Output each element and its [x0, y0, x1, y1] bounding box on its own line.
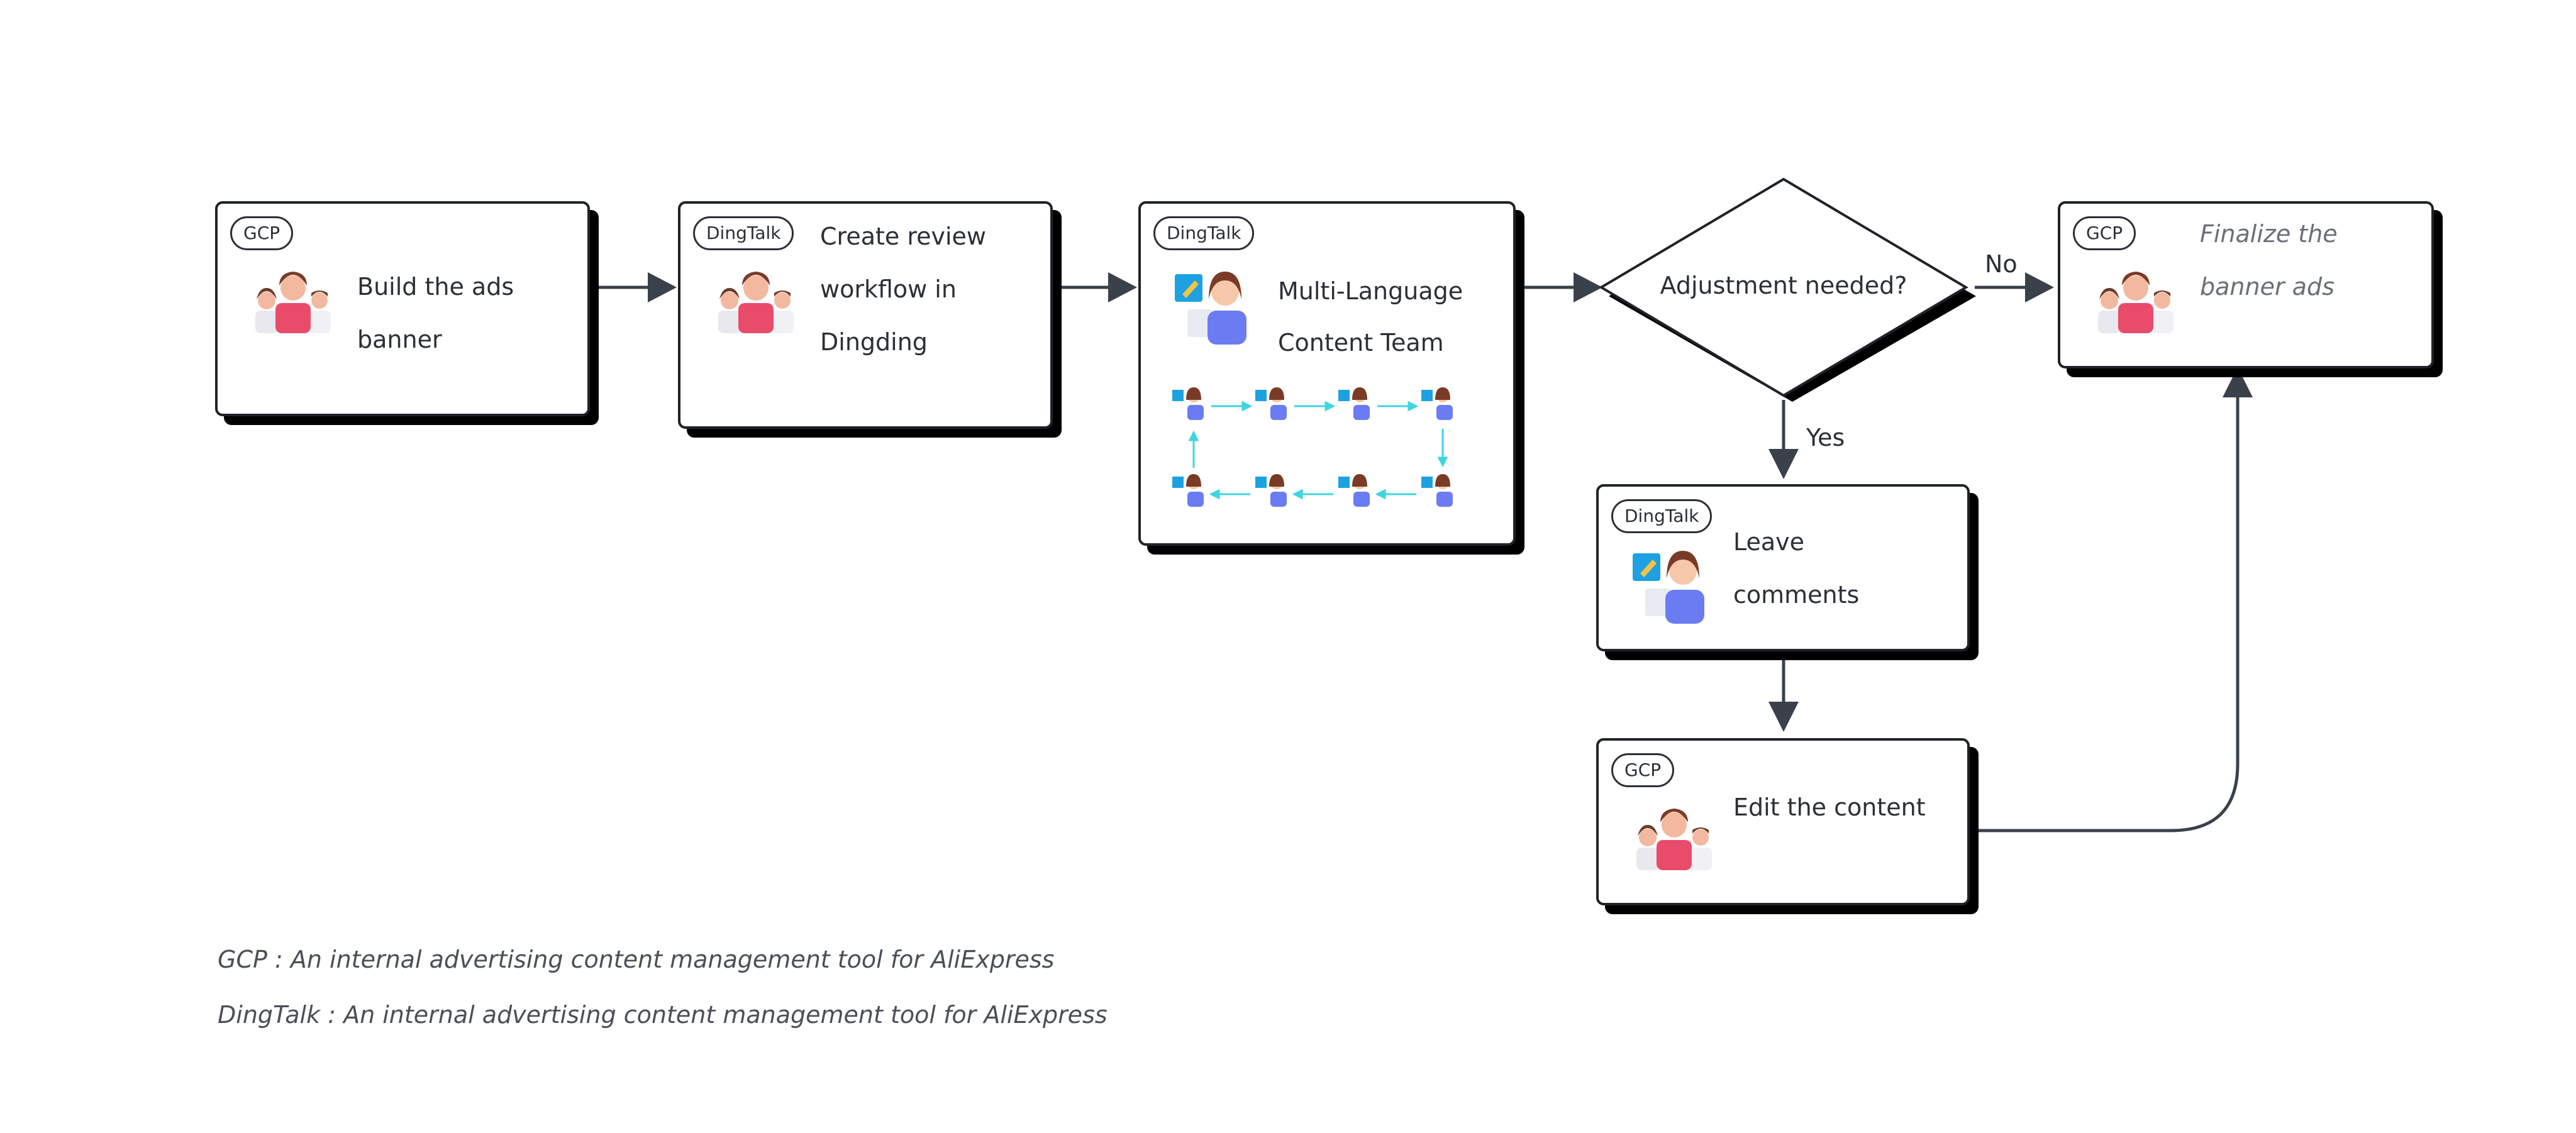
node-label: Multi-Language Content Team: [1278, 265, 1463, 368]
tool-tag: DingTalk: [1153, 216, 1255, 250]
label-line: Build the ads: [357, 273, 514, 301]
team-icon: [255, 272, 331, 333]
label-line: Content Team: [1278, 329, 1444, 356]
arrowhead: [1768, 449, 1799, 479]
tool-tag: DingTalk: [1611, 499, 1713, 533]
node-label: Leave comments: [1733, 516, 1859, 621]
reviewer-mini-icons: [1172, 387, 1453, 507]
legend-description: : An internal advertising content manage…: [320, 1001, 1108, 1029]
legend-description: : An internal advertising content manage…: [267, 946, 1055, 973]
edge-edit-to-finalize: [1977, 396, 2240, 832]
review-loop-graphic: [1172, 387, 1453, 507]
label-line: banner: [357, 326, 442, 353]
tool-tag: GCP: [2073, 216, 2136, 250]
node-label: Edit the content: [1733, 781, 1926, 834]
node-create-workflow[interactable]: DingTalk Create review workflow in Dingd…: [678, 201, 1053, 429]
legend-gcp: GCP : An internal advertising content ma…: [218, 946, 1054, 973]
label-line: banner ads: [2200, 273, 2334, 301]
node-label: Build the ads banner: [357, 260, 514, 366]
edge-label-yes: Yes: [1806, 424, 1845, 451]
legend-term: GCP: [218, 946, 267, 973]
node-multi-language[interactable]: DingTalk Multi-Language Content Team: [1138, 201, 1516, 546]
team-icon: [718, 272, 794, 333]
label-line: Leave: [1733, 528, 1805, 556]
arrowhead: [1768, 702, 1799, 732]
tool-tag: GCP: [1611, 753, 1675, 787]
label-line: Multi-Language: [1278, 277, 1463, 305]
tool-tag: DingTalk: [693, 216, 794, 250]
label-line: Create review: [820, 223, 987, 250]
label-line: Dingding: [820, 328, 928, 356]
node-edit-content[interactable]: GCP Edit the content: [1596, 738, 1970, 905]
legend-dingtalk: DingTalk : An internal advertising conte…: [218, 1001, 1108, 1029]
decision-diamond: [1599, 177, 1968, 397]
arrowhead: [1108, 272, 1137, 302]
node-finalize[interactable]: GCP Finalize the banner ads: [2058, 201, 2434, 368]
team-icon: [1636, 809, 1712, 870]
arrowhead: [648, 272, 677, 302]
label-line: workflow in: [820, 275, 957, 303]
node-build-banner[interactable]: GCP Build the ads banner: [215, 201, 590, 416]
edge-label-no: No: [1985, 250, 2018, 278]
decision-label: Adjustment needed?: [1660, 272, 1907, 299]
arrowhead: [2223, 367, 2253, 397]
label-line: Finalize the: [2200, 220, 2338, 248]
arrowhead: [2025, 272, 2054, 302]
legend-term: DingTalk: [218, 1001, 321, 1029]
node-label: Finalize the banner ads: [2200, 207, 2338, 313]
node-label: Create review workflow in Dingding: [820, 210, 986, 368]
team-icon: [2098, 272, 2174, 333]
tool-tag: GCP: [230, 216, 294, 250]
label-line: comments: [1733, 581, 1860, 609]
loop-arrows: [1188, 401, 1448, 500]
label-line: Edit the content: [1733, 793, 1926, 821]
reviewer-icon: [1175, 272, 1246, 345]
reviewer-icon: [1633, 551, 1704, 624]
node-leave-comments[interactable]: DingTalk Leave comments: [1596, 484, 1970, 651]
arrowhead: [1574, 272, 1602, 302]
